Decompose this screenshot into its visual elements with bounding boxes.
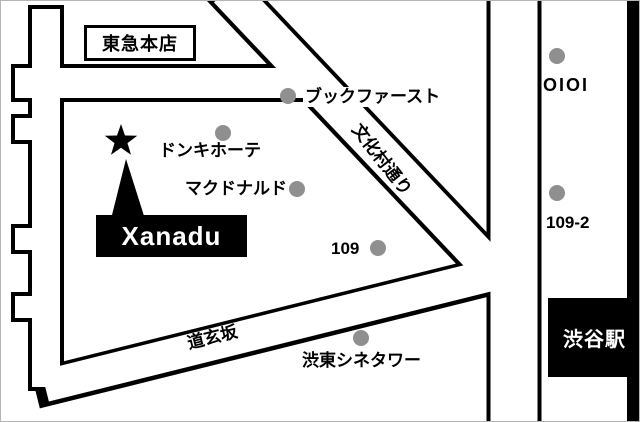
dot-book-first xyxy=(280,88,296,104)
shibuya-station-box: 渋谷駅 xyxy=(548,298,639,377)
xanadu-pointer-tail xyxy=(111,159,145,219)
landmark-dots xyxy=(215,48,565,346)
road-bunkamura-surface xyxy=(213,1,515,292)
label-109-2: 109-2 xyxy=(546,213,590,232)
xanadu-callout-box: Xanadu xyxy=(96,215,247,257)
dot-mcdonalds xyxy=(289,181,305,197)
dot-cine-tower xyxy=(353,330,369,346)
label-cine-tower: 渋東シネタワー xyxy=(302,351,421,370)
label-109: 109 xyxy=(331,239,360,258)
label-mcdonalds: マクドナルド xyxy=(185,179,287,198)
road-surfaces xyxy=(15,1,538,421)
road-dogenzaka-surface xyxy=(41,254,515,402)
star-marker xyxy=(104,124,138,155)
label-donki: ドンキホーテ xyxy=(159,141,261,160)
tokyu-honten-box: 東急本店 xyxy=(84,25,196,61)
label-book-first: ブックファースト xyxy=(303,87,443,107)
dot-109-2 xyxy=(549,185,565,201)
label-marui: OIOI xyxy=(543,75,590,95)
dot-marui xyxy=(549,48,565,64)
dot-109 xyxy=(370,240,386,256)
dot-donki xyxy=(215,125,231,141)
